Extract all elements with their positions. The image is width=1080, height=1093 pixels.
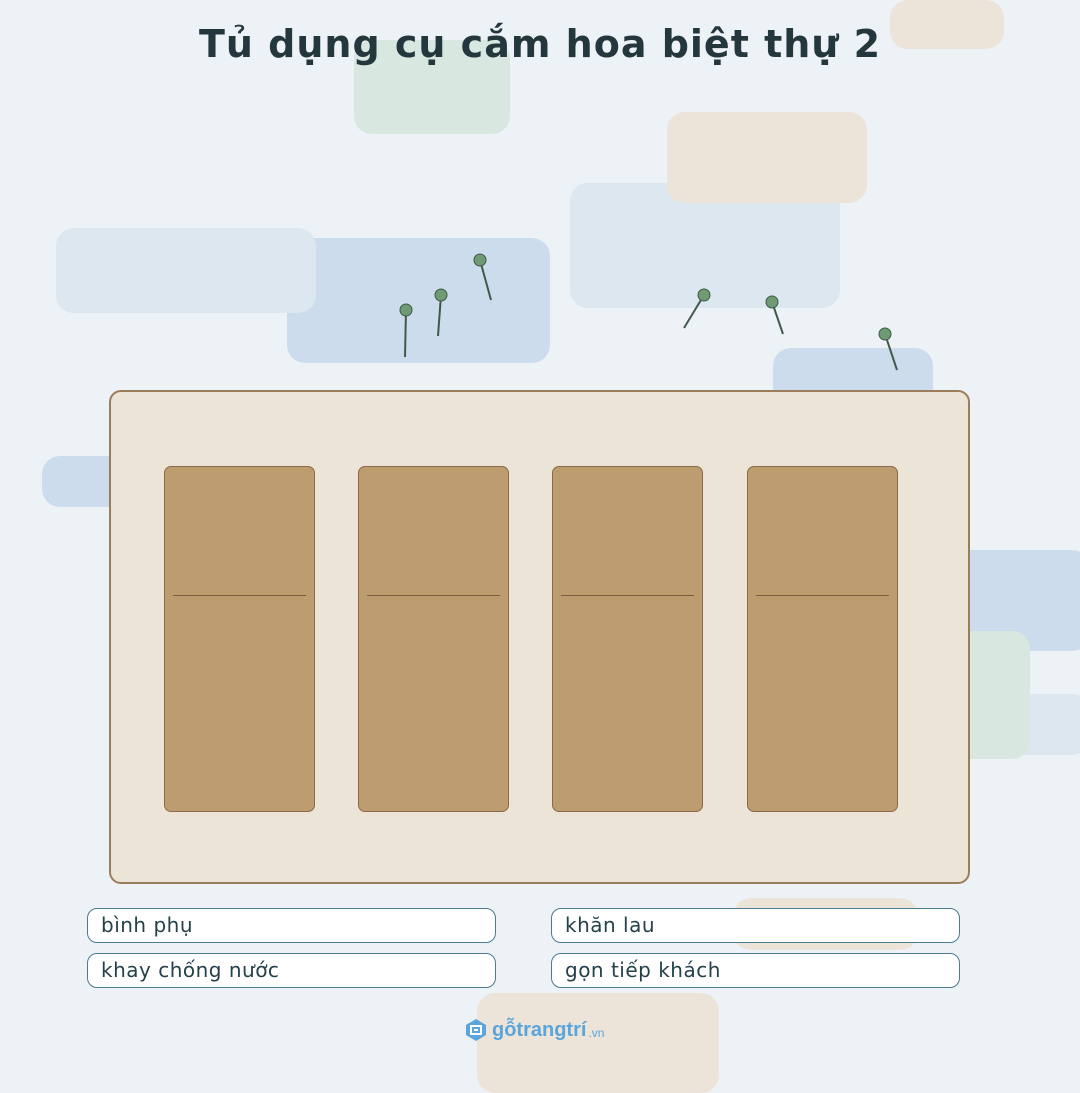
cabinet-door xyxy=(552,466,703,812)
bg-block xyxy=(890,0,1004,49)
bg-block xyxy=(667,112,867,203)
shelf-line xyxy=(756,595,889,596)
cabinet-door xyxy=(747,466,898,812)
bg-block xyxy=(56,228,316,313)
label-khay-chong-nuoc: khay chống nước xyxy=(87,953,496,988)
label-khan-lau: khăn lau xyxy=(551,908,960,943)
flower-bud xyxy=(878,327,892,341)
cabinet-door xyxy=(358,466,509,812)
bg-block xyxy=(287,238,550,363)
logo-icon xyxy=(466,1019,486,1041)
cabinet xyxy=(109,390,970,884)
bg-block xyxy=(477,993,719,1093)
brand-logo: gỗtrangtrí .vn xyxy=(464,1014,604,1046)
cabinet-door xyxy=(164,466,315,812)
shelf-line xyxy=(367,595,500,596)
label-binh-phu: bình phụ xyxy=(87,908,496,943)
label-gon-tiep-khach: gọn tiếp khách xyxy=(551,953,960,988)
logo-text: gỗtrangtrí xyxy=(492,1018,587,1041)
bg-block xyxy=(354,40,510,134)
shelf-line xyxy=(561,595,694,596)
page-title: Tủ dụng cụ cắm hoa biệt thự 2 xyxy=(198,22,882,66)
bg-block xyxy=(570,183,840,308)
logo-tld: .vn xyxy=(588,1026,605,1040)
shelf-line xyxy=(173,595,306,596)
